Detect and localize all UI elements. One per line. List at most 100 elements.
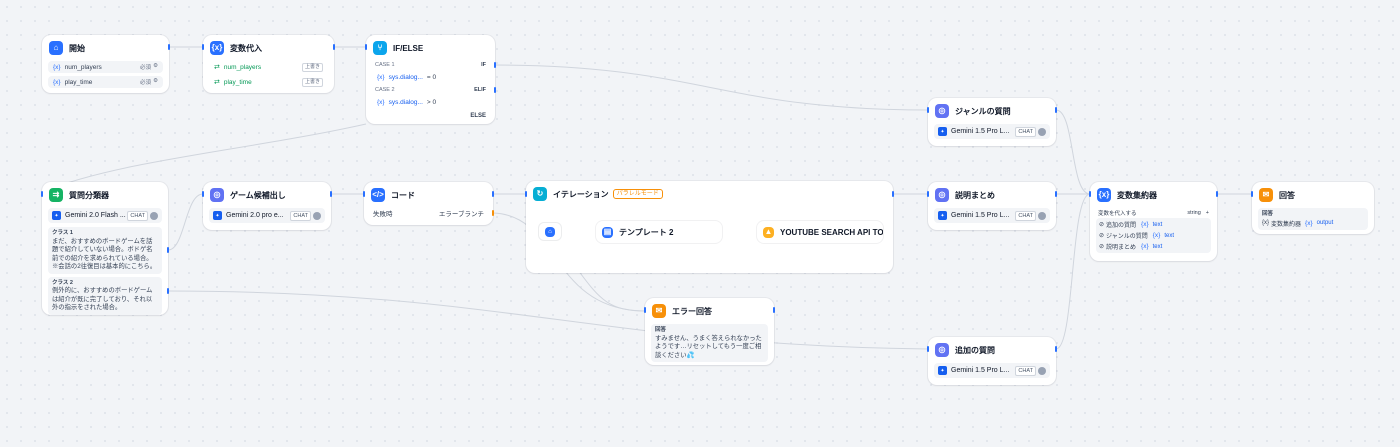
eye-icon [1038, 366, 1046, 375]
gemini-icon: ✦ [938, 366, 947, 375]
edge-if-genre [494, 64, 929, 111]
agg-item[interactable]: ⊘追加の質問{x}text [1099, 221, 1163, 229]
assign-icon: ⇄ [214, 64, 220, 71]
node-title: 開始 [69, 43, 85, 53]
question-classifier-node[interactable]: ⇉質問分類器 ✦Gemini 2.0 Flash ...CHAT クラス 1 ま… [41, 182, 169, 315]
model-selector[interactable]: ✦Gemini 1.5 Pro L...CHAT [934, 124, 1050, 139]
llm-icon: ◎ [935, 104, 949, 118]
output-port[interactable] [1055, 346, 1057, 352]
extra-question-node[interactable]: ◎追加の質問 ✦Gemini 1.5 Pro L...CHAT [927, 337, 1057, 385]
output-port[interactable] [1216, 191, 1218, 197]
output-port[interactable] [1055, 191, 1057, 197]
answer-icon: ✉ [652, 304, 666, 318]
edge-iter-error [577, 269, 646, 312]
eye-icon [1038, 211, 1046, 220]
llm-icon: ◎ [935, 188, 949, 202]
template-node[interactable]: ▤テンプレート 2 [596, 221, 722, 243]
gemini-icon: ✦ [213, 211, 222, 220]
llm-icon: ◎ [935, 343, 949, 357]
answer-icon: ✉ [1259, 188, 1273, 202]
class-1[interactable]: クラス 1 まだ、おすすめのボードゲームを話題で紹介していない場合。ボドゲ名前で… [48, 227, 162, 274]
class-2[interactable]: クラス 2 例外的に、おすすめのボードゲームは紹介が既に完了しており、それ以外の… [48, 276, 162, 315]
gemini-icon: ✦ [938, 127, 947, 136]
output-port[interactable] [492, 191, 494, 197]
output-port[interactable] [330, 191, 332, 197]
assign-icon: ⇄ [214, 79, 220, 86]
output-port[interactable] [773, 307, 775, 313]
description-summary-node[interactable]: ◎説明まとめ ✦Gemini 1.5 Pro L...CHAT [927, 182, 1057, 230]
input-port[interactable] [927, 191, 929, 197]
error-answer-node[interactable]: ✉エラー回答 回答 すみません、うまく答えられなかったようです…リセットしてもう… [644, 298, 775, 365]
output-port[interactable] [892, 191, 894, 197]
gemini-icon: ✦ [938, 211, 947, 220]
input-port[interactable] [644, 307, 646, 313]
eye-icon [150, 211, 158, 220]
genre-question-node[interactable]: ◎ジャンルの質問 ✦Gemini 1.5 Pro L...CHAT [927, 98, 1057, 146]
input-port[interactable] [202, 44, 204, 50]
input-port[interactable] [1089, 191, 1091, 197]
node-ref-icon: {x} [1262, 220, 1270, 226]
youtube-tool-node[interactable]: ▲YOUTUBE SEARCH API TOO [757, 221, 883, 243]
model-selector[interactable]: ✦Gemini 1.5 Pro L...CHAT [934, 208, 1050, 223]
output-port[interactable] [333, 44, 335, 50]
model-selector[interactable]: ✦Gemini 2.0 Flash ...CHAT [48, 208, 162, 223]
agg-item[interactable]: ⊘ジャンルの質問{x}text [1099, 232, 1174, 240]
if-port[interactable] [494, 62, 496, 68]
edge-class1-game [167, 193, 204, 251]
node-ref-icon: ⊘ [1099, 233, 1105, 239]
model-selector[interactable]: ✦Gemini 1.5 Pro L...CHAT [934, 363, 1050, 378]
code-node[interactable]: </>コード 失敗時エラーブランチ [363, 182, 494, 225]
classifier-icon: ⇉ [49, 188, 63, 202]
input-port[interactable] [927, 107, 929, 113]
condition-1[interactable]: {x}sys.dialog...= 0 [372, 71, 489, 83]
llm-icon: ◎ [210, 188, 224, 202]
edge-genre-agg [1055, 109, 1091, 195]
edge-class2-extra [167, 290, 929, 350]
parallel-badge: パラレルモード [612, 189, 663, 199]
branch-icon: ⑂ [373, 41, 387, 55]
home-icon: ⌂ [545, 226, 555, 237]
output-port[interactable] [168, 44, 170, 50]
input-port[interactable] [525, 191, 527, 197]
agg-item[interactable]: ⊘説明まとめ{x}text [1099, 243, 1163, 251]
iteration-start[interactable]: ⌂ [539, 223, 561, 240]
node-ref-icon: ⊘ [1099, 222, 1105, 228]
condition-2[interactable]: {x}sys.dialog...> 0 [372, 96, 489, 108]
class-1-port[interactable] [167, 247, 169, 253]
home-icon: ⌂ [49, 41, 63, 55]
model-selector[interactable]: ✦Gemini 2.0 pro e...CHAT [209, 208, 325, 223]
eye-icon [1038, 127, 1046, 136]
gemini-icon: ✦ [52, 211, 61, 220]
game-candidates-node[interactable]: ◎ゲーム候補出し ✦Gemini 2.0 pro e...CHAT [202, 182, 332, 230]
input-port[interactable] [1251, 191, 1253, 197]
answer-content: 回答 {x}変数集約器{x}output [1258, 208, 1368, 230]
class-2-port[interactable] [167, 288, 169, 294]
input-port[interactable] [927, 346, 929, 352]
template-icon: ▤ [602, 226, 613, 238]
eye-icon [313, 211, 321, 220]
error-answer-text: 回答 すみません、うまく答えられなかったようです…リセットしてもう一度ご相談くだ… [651, 324, 768, 362]
settings-icon: ⚙ [153, 78, 158, 84]
aggregator-icon: {x} [1097, 188, 1111, 202]
iteration-node[interactable]: ↻イテレーションパラレルモード ⌂ ▤テンプレート 2 ▲YOUTUBE SEA… [525, 181, 894, 273]
add-icon: + [1205, 209, 1209, 216]
loop-icon: ↻ [533, 187, 547, 201]
output-port[interactable] [1055, 107, 1057, 113]
elif-port[interactable] [494, 87, 496, 93]
input-port[interactable] [41, 191, 43, 197]
input-port[interactable] [202, 191, 204, 197]
answer-node[interactable]: ✉回答 回答 {x}変数集約器{x}output [1251, 182, 1374, 234]
error-port[interactable] [492, 210, 494, 216]
input-port[interactable] [365, 44, 367, 50]
node-ref-icon: ⊘ [1099, 244, 1105, 250]
settings-icon: ⚙ [153, 63, 158, 69]
input-port[interactable] [363, 191, 365, 197]
